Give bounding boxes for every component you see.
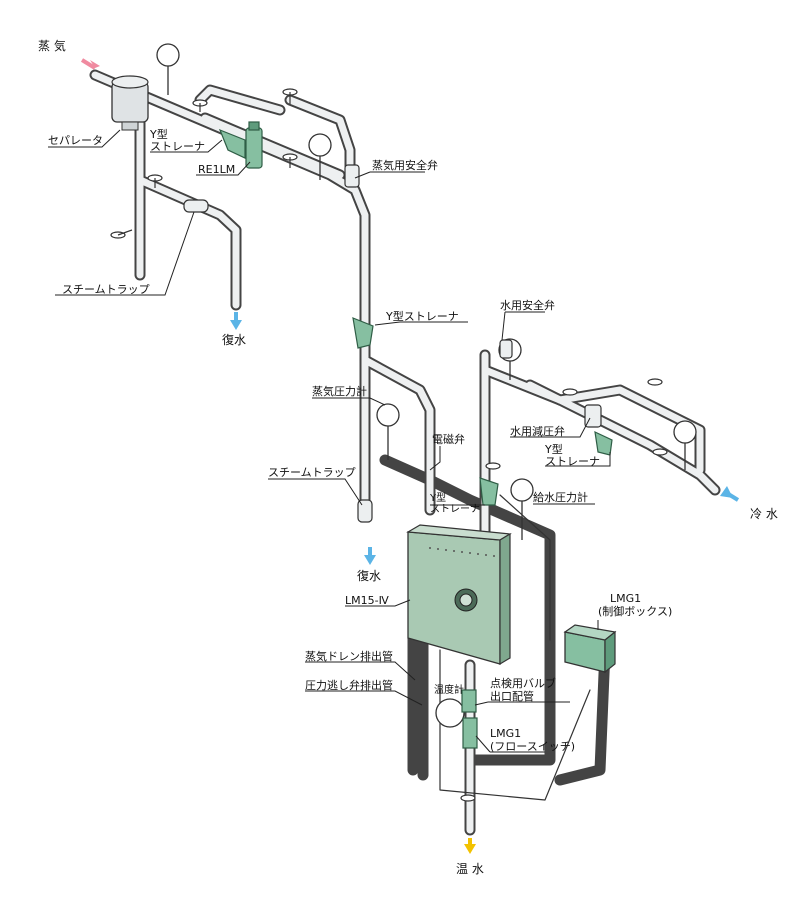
y-strainer-small-label-1: Y型	[430, 493, 447, 504]
hot-water-label: 温 水	[456, 862, 484, 876]
re1lm-label: RE1LM	[198, 163, 236, 176]
steam-traps	[183, 199, 373, 523]
inspection-valve-label-1: 点検用バルブ	[490, 677, 556, 690]
lmg1-box-label-1: LMG1	[610, 592, 642, 605]
cold-water-label: 冷 水	[750, 507, 778, 521]
lm15-unit	[406, 524, 512, 666]
steam-inlet-label: 蒸 気	[38, 39, 66, 53]
feed-water-pressure-gauge-label: 給水圧力計	[533, 491, 588, 504]
y-strainer-right-label-1: Y型	[545, 443, 563, 456]
lmg1-control-box	[563, 624, 617, 674]
lmg1-flow-label-1: LMG1	[490, 727, 522, 740]
lmg1-flow-label-2: (フロースイッチ)	[490, 740, 576, 753]
water-pressure-reducing-valve-label: 水用減圧弁	[510, 425, 565, 438]
return-water-top-label: 復水	[222, 333, 247, 347]
safety-and-reducing-valves	[344, 164, 602, 428]
y-strainer-mid-label: Y型ストレーナ	[386, 310, 459, 323]
steam-trap-top-label: スチームトラップ	[62, 283, 150, 296]
y-strainer-top-label-2: ストレーナ	[150, 140, 205, 153]
solenoid-valve-label: 電磁弁	[432, 433, 465, 446]
steam-drain-pipe-label: 蒸気ドレン排出管	[305, 650, 393, 663]
leader-lines	[48, 129, 611, 753]
y-strainer-top-label-1: Y型	[150, 128, 168, 141]
pipe-network	[89, 69, 721, 836]
water-safety-valve-label: 水用安全弁	[500, 299, 555, 312]
lmg1-box-label-2: (制御ボックス)	[598, 605, 673, 618]
steam-trap-mid-label: スチームトラップ	[268, 466, 356, 479]
steam-safety-valve-label: 蒸気用安全弁	[372, 159, 438, 172]
hand-valves	[110, 88, 668, 802]
green-components	[218, 121, 613, 749]
lm15-label: LM15-Ⅳ	[345, 594, 389, 607]
inspection-valve-label-2: 出口配管	[490, 690, 534, 703]
flow-arrows	[80, 58, 740, 854]
return-water-mid-label: 復水	[357, 569, 382, 583]
separator-vessel	[111, 75, 149, 131]
separator-label: セパレータ	[48, 134, 103, 147]
y-strainer-right-label-2: ストレーナ	[545, 455, 600, 468]
y-strainer-small-label-2: ストレーナ	[430, 504, 480, 515]
relief-valve-pipe-label: 圧力逃し弁排出管	[305, 679, 393, 692]
thermometer-label: 温度計	[434, 685, 464, 696]
steam-pressure-gauge-label: 蒸気圧力計	[312, 385, 367, 398]
